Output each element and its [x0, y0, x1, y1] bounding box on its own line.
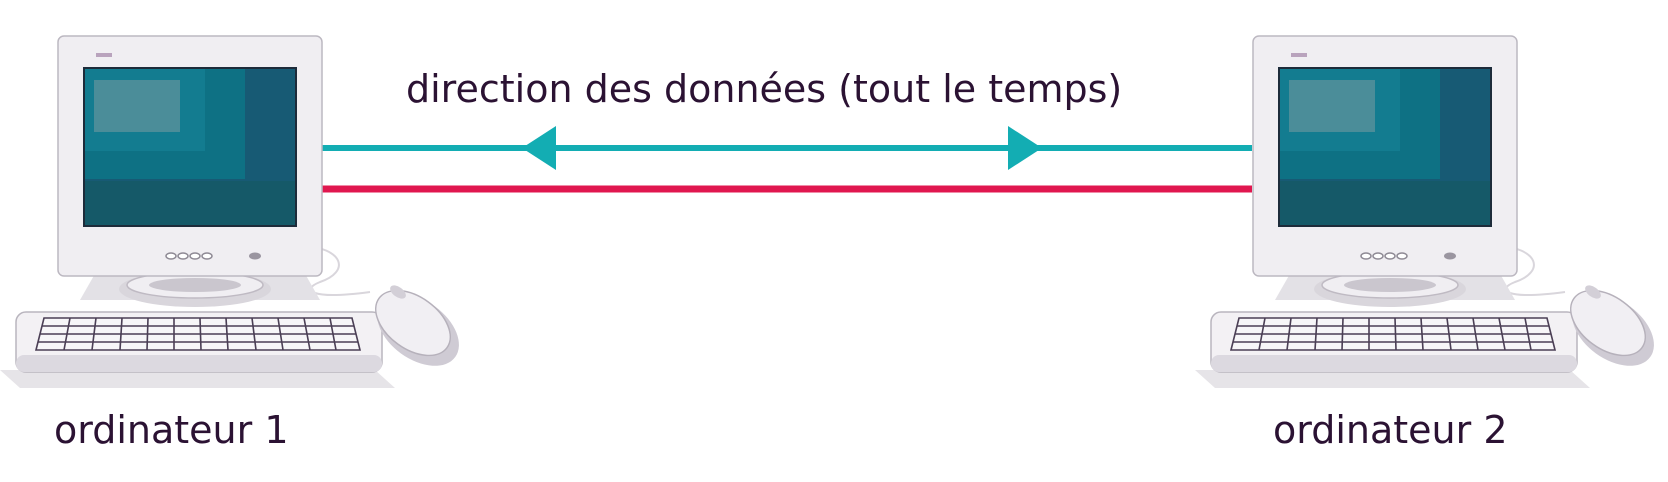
- computer-2: [1194, 35, 1668, 389]
- caption: direction des données (tout le temps): [406, 67, 1122, 111]
- data-link: [318, 126, 1252, 170]
- computer-2-label: ordinateur 2: [1273, 408, 1508, 452]
- computer-1: [0, 35, 474, 389]
- computer-1-label: ordinateur 1: [54, 408, 289, 452]
- arrowhead-left: [522, 126, 556, 170]
- arrowhead-right: [1008, 126, 1042, 170]
